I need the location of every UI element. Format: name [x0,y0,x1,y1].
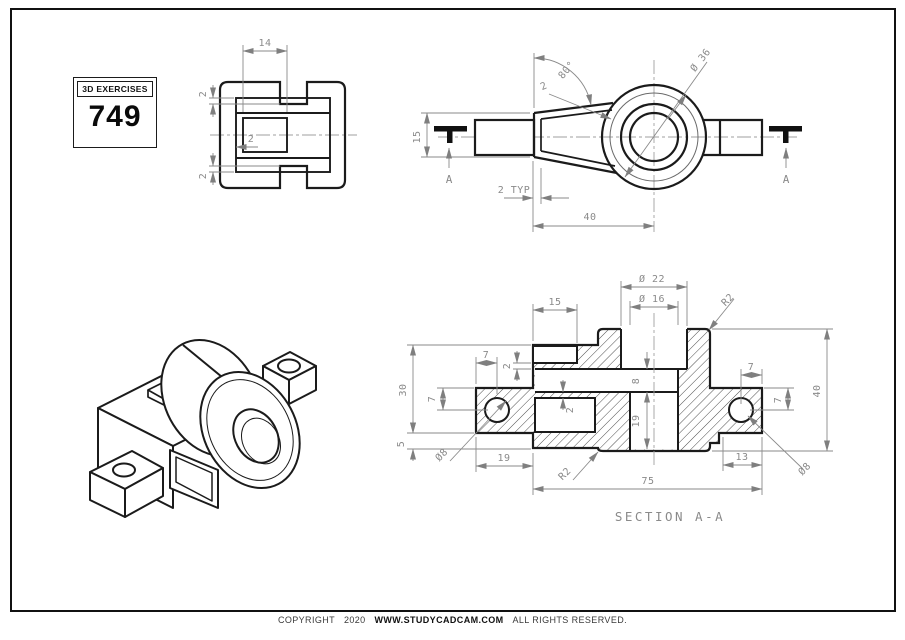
ring-chamfer [609,92,699,182]
rights-text: ALL RIGHTS RESERVED. [512,615,628,625]
dim-dia-36: Ø 36 [688,46,714,74]
dim-7-left-v: 7 [427,396,438,403]
dim-length-40: 40 [583,212,596,223]
dim-r2-bottom: R2 [557,466,574,483]
top-view-inner-wall [235,97,331,173]
section-dimensions [407,281,833,495]
top-view-slot [242,117,288,153]
copyright-year: 2020 [343,615,366,625]
dim-19-center: 19 [631,414,642,427]
dim-13: 13 [735,452,748,463]
ring-outer [600,83,708,191]
dim-7-right-v: 7 [773,397,784,404]
left-shaft [473,118,536,157]
taper-arm [532,101,618,175]
top-view-outline [218,80,347,190]
dim-2-mid: 2 [565,407,576,414]
iso-ring-chamfer [206,379,294,481]
dim-8: 8 [631,378,642,385]
dim-2typ: 2 TYP [498,185,531,196]
dim-wall-2: 2 [539,80,549,93]
dim-15: 15 [548,297,561,308]
exercise-number: 749 [88,100,142,133]
iso-left-lug [89,450,164,518]
dim-dia22: Ø 22 [639,273,665,285]
dim-5: 5 [396,441,407,448]
dim-dia8-right: Ø8 [796,460,814,478]
top-view: 14 2 2 2 [198,38,357,190]
dim-dia16: Ø 16 [639,293,665,305]
iso-hole-depth [241,417,281,465]
upper-notch [532,345,578,364]
iso-right-lug [262,351,317,405]
dim-2-inner: 2 [248,134,255,145]
dim-40-right: 40 [812,384,823,397]
dim-angle-80: 80° [557,59,578,81]
lower-notch [534,397,596,433]
copyright-footer: COPYRIGHT 2020 WWW.STUDYCADCAM.COM ALL R… [0,615,905,625]
dim-2-bottom: 2 [198,173,209,180]
section-marker-left: A [434,126,467,186]
website-url: WWW.STUDYCADCAM.COM [374,615,504,625]
dim-19-left: 19 [497,453,510,464]
dim-height-15: 15 [412,130,423,143]
front-view-dimensions [421,53,708,232]
dim-2-top: 2 [198,91,209,98]
exercise-title: 3D EXERCISES [77,81,153,97]
dim-2-upper: 2 [502,363,513,370]
front-view: 15 80° 2 Ø 36 2 TYP 40 A A [412,46,802,232]
counterbore-circle [619,102,689,172]
section-title: SECTION A-A [615,509,725,524]
dim-30: 30 [398,383,409,396]
dim-7-right-h: 7 [748,362,755,373]
top-view-dimensions [209,45,288,185]
dim-7-left-h: 7 [483,350,490,361]
isometric-view [89,338,317,518]
dim-14: 14 [258,38,271,49]
iso-left-lug-hole [112,462,136,478]
bore-circle [628,111,680,163]
section-marker-right: A [769,126,802,186]
iso-taper-arm [169,449,219,509]
section-label-a-left: A [446,173,453,186]
iso-right-lug-hole [277,358,301,374]
dim-r2-top: R2 [720,292,737,309]
section-label-a-right: A [783,173,790,186]
right-shaft [703,118,764,157]
exercise-label-box: 3D EXERCISES 749 [73,77,157,148]
copyright-word: COPYRIGHT [277,615,336,625]
sheet-border [10,8,896,612]
section-view: Ø 22 Ø 16 R2 15 7 2 7 30 5 Ø8 19 R2 2 8 … [396,273,833,524]
dim-75: 75 [641,476,654,487]
